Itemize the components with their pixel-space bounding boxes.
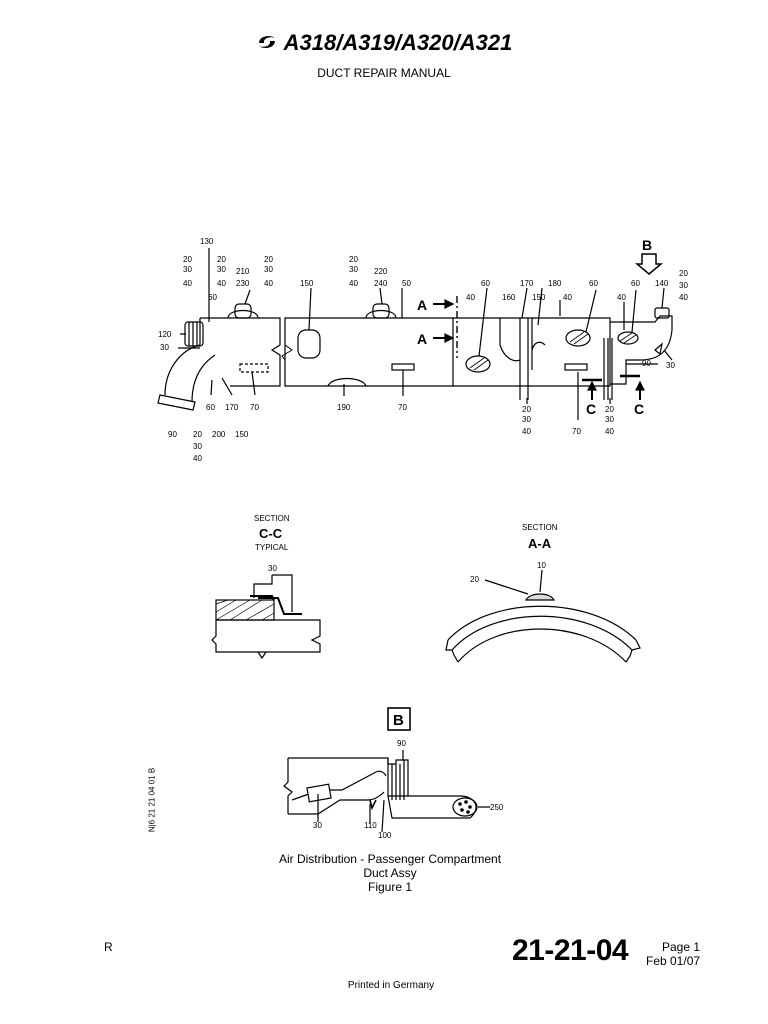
svg-text:140: 140 xyxy=(655,279,669,288)
svg-text:A-A: A-A xyxy=(528,536,552,551)
svg-text:30: 30 xyxy=(217,265,226,274)
svg-text:20: 20 xyxy=(605,405,614,414)
svg-text:TYPICAL: TYPICAL xyxy=(255,543,289,552)
svg-text:A: A xyxy=(417,297,427,313)
svg-text:SECTION: SECTION xyxy=(522,523,558,532)
svg-text:210: 210 xyxy=(236,267,250,276)
svg-text:90: 90 xyxy=(168,430,177,439)
view-references: B A A C C xyxy=(417,237,652,417)
svg-text:130: 130 xyxy=(200,237,214,246)
page-number: Page 1 xyxy=(662,940,701,954)
svg-text:30: 30 xyxy=(268,564,277,573)
svg-text:30: 30 xyxy=(193,442,202,451)
svg-text:70: 70 xyxy=(250,403,259,412)
svg-text:60: 60 xyxy=(631,279,640,288)
svg-text:150: 150 xyxy=(532,293,546,302)
svg-text:30: 30 xyxy=(666,361,675,370)
svg-text:170: 170 xyxy=(225,403,239,412)
svg-text:B: B xyxy=(393,712,404,729)
figure-caption-line3: Figure 1 xyxy=(367,880,413,894)
figure-id: N|6 21 21 04 01 B xyxy=(147,767,157,833)
svg-text:40: 40 xyxy=(617,293,626,302)
svg-text:SECTION: SECTION xyxy=(254,514,290,523)
svg-text:160: 160 xyxy=(502,293,516,302)
svg-text:90: 90 xyxy=(397,739,406,748)
section-cc: SECTION C-C TYPICAL 30 xyxy=(211,514,321,660)
svg-text:220: 220 xyxy=(374,267,388,276)
svg-text:60: 60 xyxy=(481,279,490,288)
svg-text:120: 120 xyxy=(158,330,172,339)
page-info: Page 1 Feb 01/07 xyxy=(646,940,700,968)
svg-text:20: 20 xyxy=(522,405,531,414)
duct-body-right xyxy=(470,317,611,387)
svg-text:30: 30 xyxy=(349,265,358,274)
printed-note: Printed in Germany xyxy=(347,980,435,991)
svg-text:20: 20 xyxy=(217,255,226,264)
svg-text:30: 30 xyxy=(313,821,322,830)
svg-text:30: 30 xyxy=(183,265,192,274)
svg-text:20: 20 xyxy=(679,269,688,278)
svg-text:C-C: C-C xyxy=(259,526,283,541)
page-title: A318/A319/A320/A321 xyxy=(0,30,768,57)
svg-text:150: 150 xyxy=(235,430,249,439)
svg-text:30: 30 xyxy=(160,343,169,352)
svg-text:170: 170 xyxy=(520,279,534,288)
svg-text:150: 150 xyxy=(300,279,314,288)
svg-text:200: 200 xyxy=(212,430,226,439)
svg-text:40: 40 xyxy=(217,279,226,288)
svg-text:40: 40 xyxy=(466,293,475,302)
svg-text:110: 110 xyxy=(364,821,377,830)
svg-text:20: 20 xyxy=(183,255,192,264)
svg-text:100: 100 xyxy=(378,831,392,840)
svg-text:40: 40 xyxy=(193,454,202,463)
svg-text:20: 20 xyxy=(349,255,358,264)
duct-body-left xyxy=(284,317,454,387)
page-date: Feb 01/07 xyxy=(646,954,701,968)
svg-text:70: 70 xyxy=(398,403,407,412)
figure-caption-line1: Air Distribution - Passenger Compartment xyxy=(278,852,502,866)
svg-text:40: 40 xyxy=(264,279,273,288)
item-callouts: 130 20 30 40 20 30 40 210 230 20 30 40 6… xyxy=(158,237,688,463)
svg-text:50: 50 xyxy=(402,279,411,288)
airbus-swirl-icon xyxy=(256,31,278,57)
svg-text:30: 30 xyxy=(522,415,531,424)
svg-text:30: 30 xyxy=(264,265,273,274)
svg-text:60: 60 xyxy=(206,403,215,412)
svg-text:230: 230 xyxy=(236,279,250,288)
svg-text:90: 90 xyxy=(642,359,651,368)
view-b-arrow-icon xyxy=(634,253,664,275)
document-number: 21-21-04 xyxy=(512,934,629,967)
svg-text:30: 30 xyxy=(679,281,688,290)
svg-text:10: 10 xyxy=(537,561,546,570)
svg-text:20: 20 xyxy=(264,255,273,264)
aircraft-models: A318/A319/A320/A321 xyxy=(283,30,513,55)
svg-text:40: 40 xyxy=(563,293,572,302)
svg-text:180: 180 xyxy=(548,279,562,288)
svg-text:C: C xyxy=(634,401,644,417)
svg-text:C: C xyxy=(586,401,596,417)
svg-text:190: 190 xyxy=(337,403,351,412)
manual-name: DUCT REPAIR MANUAL xyxy=(317,66,451,80)
svg-text:20: 20 xyxy=(193,430,202,439)
svg-text:70: 70 xyxy=(572,427,581,436)
revision-mark: R xyxy=(104,940,113,954)
svg-text:60: 60 xyxy=(208,293,217,302)
svg-text:A: A xyxy=(417,331,427,347)
figure-caption-line2: Duct Assy xyxy=(363,866,417,880)
svg-text:250: 250 xyxy=(490,803,504,812)
svg-text:240: 240 xyxy=(374,279,388,288)
svg-text:30: 30 xyxy=(605,415,614,424)
svg-text:40: 40 xyxy=(605,427,614,436)
detail-b: B 90 250 30 110 100 xyxy=(283,707,504,840)
svg-text:B: B xyxy=(642,237,652,253)
section-aa: SECTION A-A 10 20 xyxy=(445,523,641,663)
svg-text:40: 40 xyxy=(183,279,192,288)
svg-text:40: 40 xyxy=(522,427,531,436)
svg-text:40: 40 xyxy=(349,279,358,288)
svg-text:20: 20 xyxy=(470,575,479,584)
svg-text:40: 40 xyxy=(679,293,688,302)
svg-text:60: 60 xyxy=(589,279,598,288)
